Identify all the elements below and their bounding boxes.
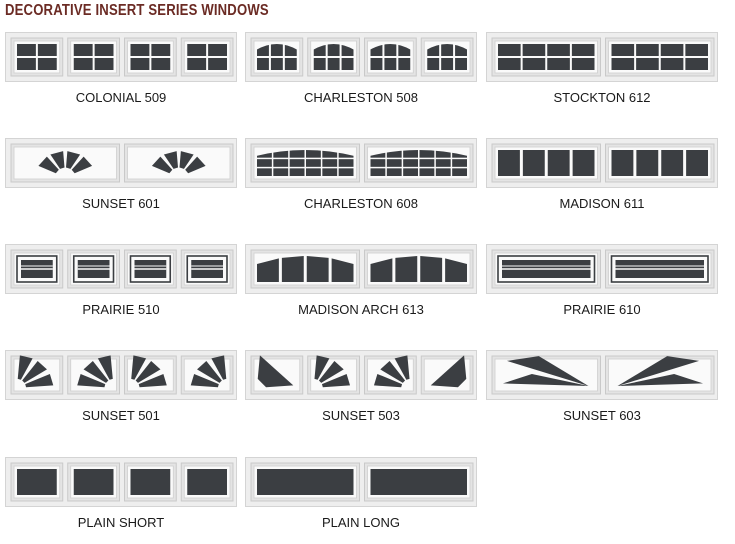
window-item[interactable]: CHARLESTON 508 <box>245 32 477 105</box>
window-label: MADISON ARCH 613 <box>298 302 424 317</box>
window-item[interactable]: PLAIN LONG <box>245 457 477 530</box>
window-item[interactable]: CHARLESTON 608 <box>245 138 477 211</box>
window-item[interactable]: STOCKTON 612 <box>486 32 718 105</box>
window-item[interactable]: MADISON 611 <box>486 138 718 211</box>
window-panel <box>245 244 477 294</box>
window-pattern-icon <box>491 355 715 395</box>
window-panel <box>5 350 237 400</box>
window-panel <box>5 457 237 507</box>
window-panel <box>486 244 718 294</box>
window-label: CHARLESTON 508 <box>304 90 418 105</box>
window-panel <box>5 244 237 294</box>
window-label: SUNSET 603 <box>563 408 641 423</box>
window-pattern-icon <box>491 249 715 289</box>
window-label: MADISON 611 <box>559 196 645 211</box>
window-label: COLONIAL 509 <box>75 90 167 105</box>
window-pattern-icon <box>250 143 474 183</box>
window-label: SUNSET 503 <box>322 408 400 423</box>
window-panel <box>486 350 718 400</box>
window-pattern-icon <box>250 355 474 395</box>
window-pattern-icon <box>491 143 715 183</box>
window-item[interactable]: SUNSET 601 <box>5 138 237 211</box>
window-pattern-icon <box>10 355 234 395</box>
window-item[interactable]: PLAIN SHORT <box>5 457 237 530</box>
window-panel <box>5 32 237 82</box>
window-panel <box>245 138 477 188</box>
window-panel <box>5 138 237 188</box>
window-panel <box>245 32 477 82</box>
page-title: DECORATIVE INSERT SERIES WINDOWS <box>5 2 269 19</box>
window-panel <box>245 457 477 507</box>
window-pattern-icon <box>491 37 715 77</box>
window-pattern-icon <box>250 37 474 77</box>
window-label: PLAIN LONG <box>321 515 401 530</box>
window-label: PRAIRIE 610 <box>563 302 641 317</box>
window-item[interactable]: SUNSET 503 <box>245 350 477 423</box>
window-panel <box>486 32 718 82</box>
window-pattern-icon <box>10 249 234 289</box>
window-pattern-icon <box>10 462 234 502</box>
window-label: PRAIRIE 510 <box>82 302 160 317</box>
window-panel <box>245 350 477 400</box>
window-label: CHARLESTON 608 <box>304 196 418 211</box>
window-pattern-icon <box>10 37 234 77</box>
window-item[interactable]: COLONIAL 509 <box>5 32 237 105</box>
window-label: STOCKTON 612 <box>553 90 651 105</box>
window-item[interactable]: SUNSET 603 <box>486 350 718 423</box>
window-label: PLAIN SHORT <box>77 515 165 530</box>
window-pattern-icon <box>10 143 234 183</box>
window-item[interactable]: PRAIRIE 610 <box>486 244 718 317</box>
window-label: SUNSET 601 <box>82 196 160 211</box>
window-item[interactable]: PRAIRIE 510 <box>5 244 237 317</box>
window-item[interactable]: SUNSET 501 <box>5 350 237 423</box>
window-pattern-icon <box>250 249 474 289</box>
window-panel <box>486 138 718 188</box>
window-label: SUNSET 501 <box>82 408 160 423</box>
window-pattern-icon <box>250 462 474 502</box>
window-item[interactable]: MADISON ARCH 613 <box>245 244 477 317</box>
